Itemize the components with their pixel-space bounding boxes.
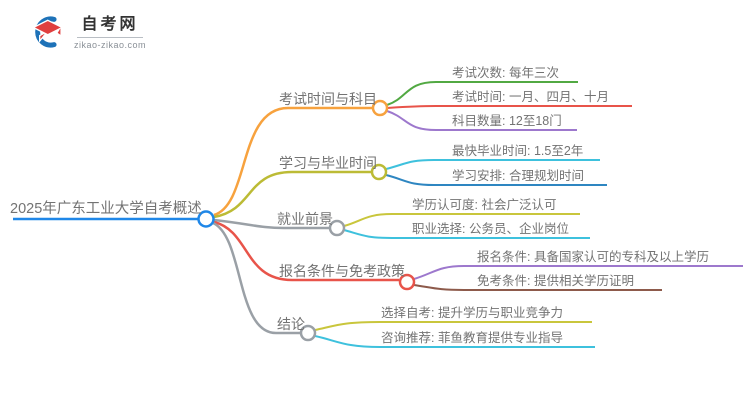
child-label-plan: 学习安排: 合理规划时间 [452,169,584,183]
branch-label-enroll: 报名条件与免考政策 [279,263,405,279]
child-line-recognition [343,213,580,227]
child-line-exam-time [386,105,632,109]
child-line-consult [314,335,595,348]
child-label-recognition: 学历认可度: 社会广泛认可 [412,198,557,212]
branch-line-enroll [213,220,399,282]
branch-node-circle-study [370,163,388,181]
branch-line-conclusion [212,221,300,335]
logo-divider [77,36,144,38]
logo-domain: zikao-zikao.com [74,39,147,50]
child-label-choose: 选择自考: 提升学历与职业竞争力 [381,306,563,320]
child-line-exemption [413,284,662,291]
child-label-exemption: 免考条件: 提供相关学历证明 [477,274,634,288]
child-line-requirement [413,265,743,280]
child-label-consult: 咨询推荐: 菲鱼教育提供专业指导 [381,331,563,345]
child-line-jobs [343,229,590,239]
branch-line-exam [213,106,372,217]
child-line-exam-count [386,81,578,106]
child-label-requirement: 报名条件: 具备国家认可的专科及以上学历 [477,250,709,264]
child-label-jobs: 职业选择: 公务员、企业岗位 [412,222,569,236]
site-logo: 自考网 zikao-zikao.com [28,13,146,51]
child-line-graduation [385,159,600,170]
child-label-graduation: 最快毕业时间: 1.5至2年 [452,144,584,158]
branch-node-circle-exam [371,99,389,117]
branch-node-circle-conclusion [299,324,317,342]
logo-title: 自考网 [81,15,139,33]
child-line-subject-count [386,110,577,131]
child-line-choose [314,321,592,331]
root-node-circle [197,210,215,228]
child-label-subject-count: 科目数量: 12至18门 [452,114,562,128]
branch-node-circle-career [328,219,346,237]
branch-line-career [213,218,329,230]
branch-label-study: 学习与毕业时间 [279,155,377,171]
root-node-label: 2025年广东工业大学自考概述 [10,201,202,217]
branch-label-career: 就业前景 [277,211,333,227]
child-label-exam-count: 考试次数: 每年三次 [452,66,559,80]
graduation-cap-icon [31,16,64,48]
branch-line-study [213,170,371,219]
child-label-exam-time: 考试时间: 一月、四月、十月 [452,90,609,104]
branch-node-circle-enroll [398,273,416,291]
child-line-plan [385,174,607,186]
branch-label-exam: 考试时间与科目 [279,91,377,107]
branch-label-conclusion: 结论 [277,316,305,332]
